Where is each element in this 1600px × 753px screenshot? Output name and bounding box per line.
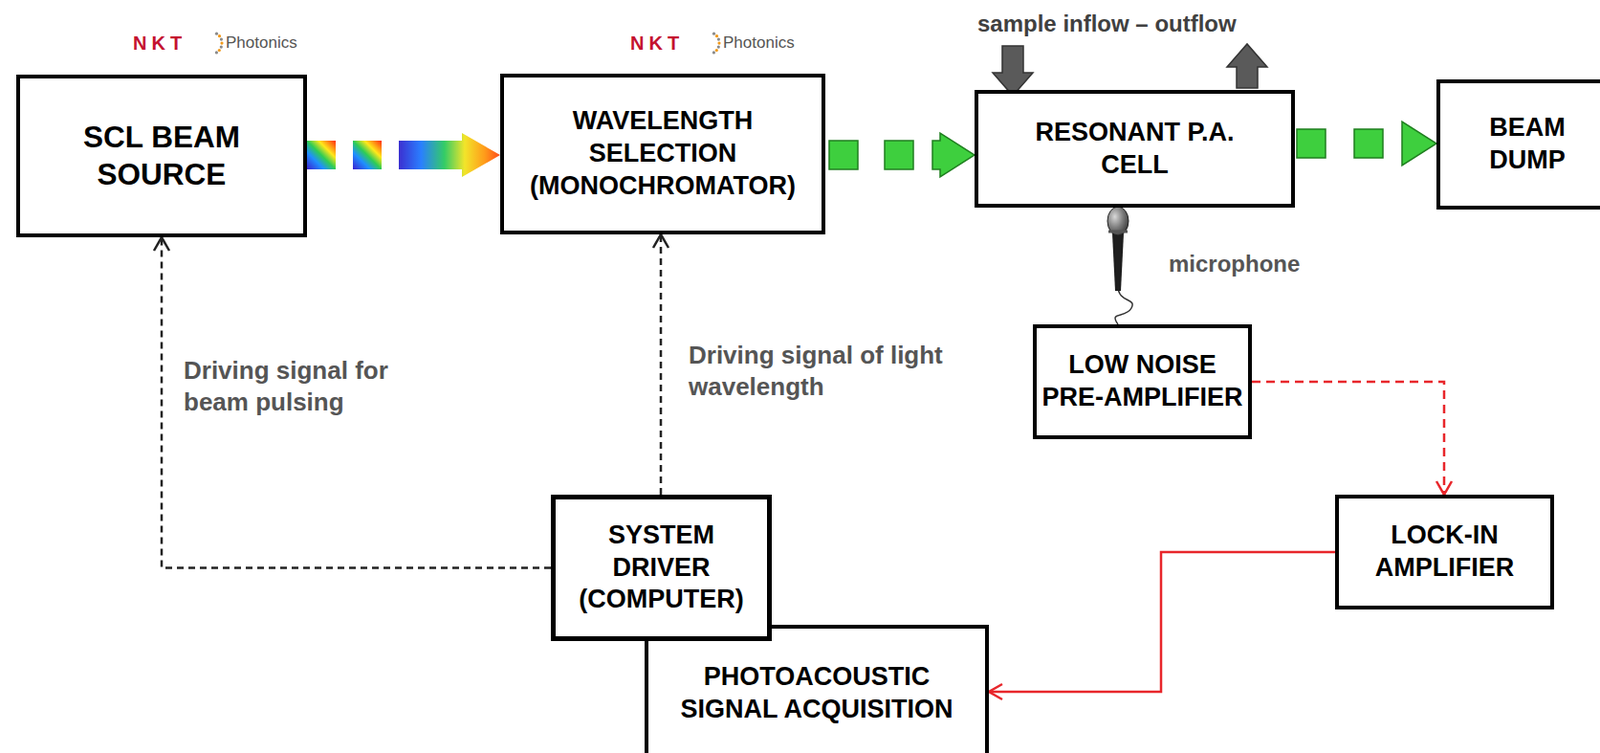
box-text: LOW NOISE PRE-AMPLIFIER <box>1041 349 1245 415</box>
signal-line <box>161 237 551 569</box>
lock-in-box: LOCK-IN AMPLIFIER <box>1335 494 1555 610</box>
preamplifier-box: LOW NOISE PRE-AMPLIFIER <box>1032 324 1252 439</box>
beam-dump-box: BEAM DUMP <box>1436 79 1600 210</box>
logo-text: Photonics <box>225 33 298 53</box>
monochromator-box: WAVELENGTH SELECTION (MONOCHROMATOR) <box>500 73 826 235</box>
edge-label: Driving signal of light wavelength <box>688 339 986 402</box>
box-text: LOCK-IN AMPLIFIER <box>1343 519 1547 585</box>
microphone-head <box>1107 206 1129 236</box>
logo-dot <box>218 48 221 52</box>
logo-text: Photonics <box>723 33 795 53</box>
connector <box>653 234 669 495</box>
beam-segment <box>829 140 858 170</box>
logo-dot <box>218 34 221 38</box>
arrow-head <box>988 683 1003 700</box>
microphone-label: microphone <box>1168 250 1300 278</box>
computer-box: SYSTEM DRIVER (COMPUTER) <box>550 494 772 641</box>
logo-dot <box>219 45 223 49</box>
connector <box>829 132 975 177</box>
box-text: WAVELENGTH SELECTION (MONOCHROMATOR) <box>509 105 816 202</box>
flow-label: sample inflow – outflow <box>977 10 1237 38</box>
arrow-head <box>653 234 669 248</box>
box-text: PHOTOACOUSTIC SIGNAL ACQUISITION <box>654 660 980 726</box>
logo-text: NKT <box>132 32 187 55</box>
source-box: SCL BEAM SOURCE <box>16 74 307 238</box>
signal-line <box>1251 381 1445 495</box>
connector <box>988 551 1336 700</box>
inflow-arrow <box>992 45 1033 96</box>
signal-line <box>988 551 1336 692</box>
beam-arrow <box>932 132 975 177</box>
cell-box: RESONANT P.A. CELL <box>974 89 1295 208</box>
box-text: SCL BEAM SOURCE <box>22 118 301 195</box>
beam-segment <box>352 140 382 170</box>
logo-dot <box>717 45 721 49</box>
edge-label: Driving signal for beam pulsing <box>183 354 442 417</box>
beam-arrow <box>1402 121 1437 166</box>
acquisition-box: PHOTOACOUSTIC SIGNAL ACQUISITION <box>644 624 989 753</box>
connector <box>1296 121 1437 166</box>
box-text: SYSTEM DRIVER (COMPUTER) <box>560 519 764 616</box>
logo-dot <box>215 50 219 54</box>
microphone-band <box>1108 230 1128 234</box>
connector <box>1251 381 1452 495</box>
microphone-handle <box>1112 233 1124 291</box>
arrow-head <box>1436 481 1452 495</box>
logo-dot <box>215 32 219 36</box>
logo-text: NKT <box>630 32 684 55</box>
box-text: RESONANT P.A. CELL <box>1015 116 1255 182</box>
logo-dot <box>712 32 716 36</box>
logo-dot <box>715 34 719 38</box>
connector <box>153 237 551 569</box>
logo-dot <box>219 38 223 42</box>
logo-dot <box>717 42 721 45</box>
beam-segment <box>1354 129 1383 158</box>
beam-segment <box>884 140 914 170</box>
logo-dot <box>717 38 721 42</box>
outflow-arrow <box>1227 43 1268 88</box>
connector <box>306 132 501 177</box>
logo-dot <box>715 48 719 52</box>
beam-segment <box>306 140 336 170</box>
beam-arrow <box>398 132 501 177</box>
arrow-head <box>153 237 170 251</box>
logo-dots <box>215 32 722 55</box>
beam-segment <box>1296 129 1326 158</box>
signal-line <box>659 234 663 495</box>
logo-dot <box>219 42 223 45</box>
box-text: BEAM DUMP <box>1450 111 1600 177</box>
logo-dot <box>712 50 716 54</box>
